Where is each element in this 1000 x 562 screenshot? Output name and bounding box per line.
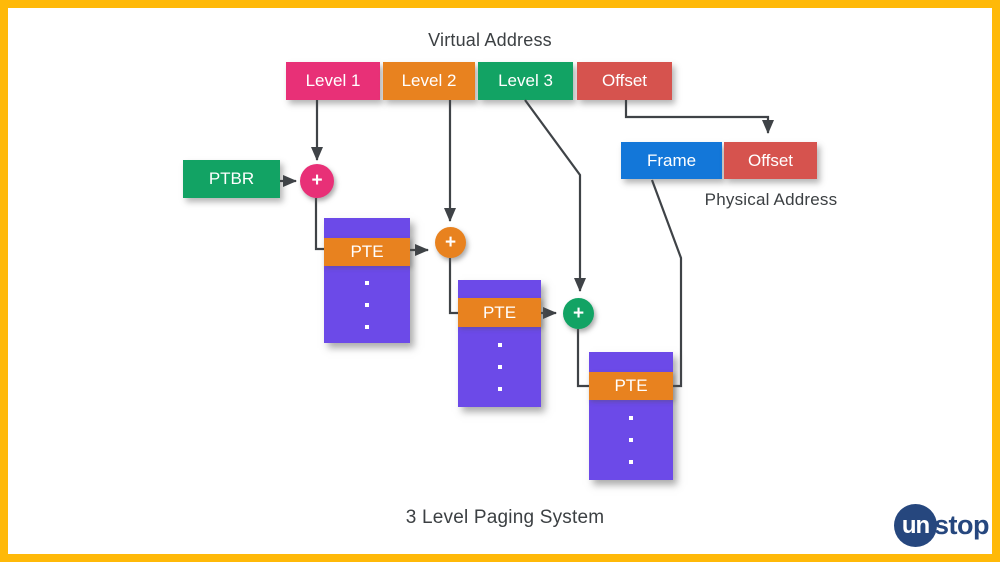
page-table-3-body <box>589 400 673 480</box>
va-field-level1: Level 1 <box>286 62 380 100</box>
virtual-address-title: Virtual Address <box>428 30 552 50</box>
pte-header-1: PTE <box>324 238 410 266</box>
va-field-level3: Level 3 <box>478 62 573 100</box>
page-table-1: PTE <box>324 218 410 343</box>
pa-field-frame: Frame <box>621 142 722 179</box>
dot <box>629 438 633 442</box>
page-table-3-top-strip <box>589 352 673 372</box>
adder-circle-2: + <box>435 227 466 258</box>
page-table-2-body <box>458 327 541 407</box>
pte-header-2: PTE <box>458 298 541 327</box>
va-field-offset: Offset <box>577 62 672 100</box>
page-table-1-top-strip <box>324 218 410 238</box>
dot <box>629 460 633 464</box>
page-table-2-top-strip <box>458 280 541 298</box>
physical-address-title: Physical Address <box>704 190 838 209</box>
unstop-logo-wordmark: stop <box>934 510 990 540</box>
dot <box>365 302 369 307</box>
page-table-2: PTE <box>458 280 541 407</box>
unstop-logo-circle: un <box>894 504 937 547</box>
dot <box>497 343 502 347</box>
pte-header-3: PTE <box>589 372 673 400</box>
diagram-caption: 3 Level Paging System <box>405 507 605 528</box>
page-table-1-body <box>324 266 410 343</box>
adder-circle-3: + <box>563 298 594 329</box>
dot <box>629 416 633 420</box>
unstop-logo: un stop <box>894 504 990 547</box>
dot <box>365 280 369 285</box>
adder-circle-1: + <box>300 164 334 198</box>
page-table-3: PTE <box>589 352 673 480</box>
ptbr-box: PTBR <box>183 160 280 198</box>
dot <box>497 365 502 369</box>
dot <box>497 387 502 391</box>
dot <box>365 324 369 329</box>
va-field-level2: Level 2 <box>383 62 475 100</box>
pa-field-offset: Offset <box>724 142 817 179</box>
